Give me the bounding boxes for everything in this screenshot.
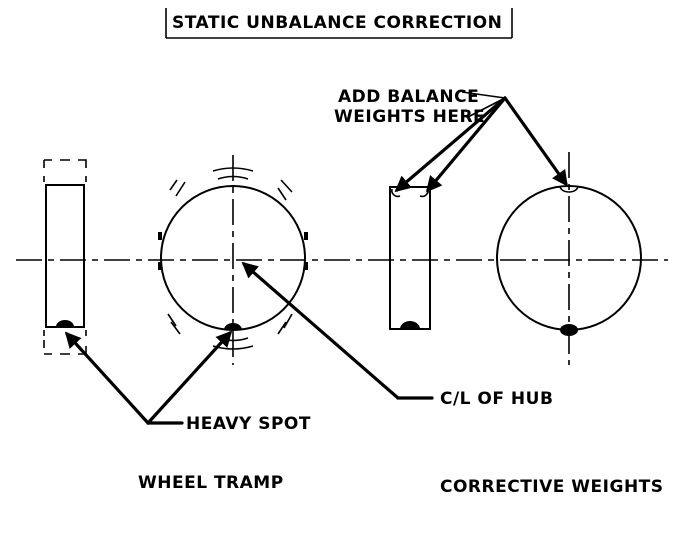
heavy-spot-leaders: [64, 330, 233, 425]
heavy-spot-label: HEAVY SPOT: [186, 414, 311, 434]
wheel-tramp-caption: WHEEL TRAMP: [138, 473, 284, 493]
wheel-front-view-right: [496, 152, 642, 365]
wheel-side-view-right: [389, 186, 431, 330]
diagram-title: STATIC UNBALANCE CORRECTION: [172, 13, 502, 33]
add-weights-label-line1: ADD BALANCE: [338, 87, 479, 107]
add-weights-label-line2: WEIGHTS HERE: [334, 107, 485, 127]
title-box: STATIC UNBALANCE CORRECTION: [165, 8, 513, 39]
add-weights-leaders: [394, 91, 568, 193]
wheel-front-view-left: [158, 155, 308, 365]
hub-centerline-leader: [241, 261, 434, 400]
corrective-weights-caption: CORRECTIVE WEIGHTS: [440, 477, 664, 497]
wheel-side-view-left: [43, 159, 87, 355]
hub-centerline-label: C/L OF HUB: [440, 389, 553, 409]
